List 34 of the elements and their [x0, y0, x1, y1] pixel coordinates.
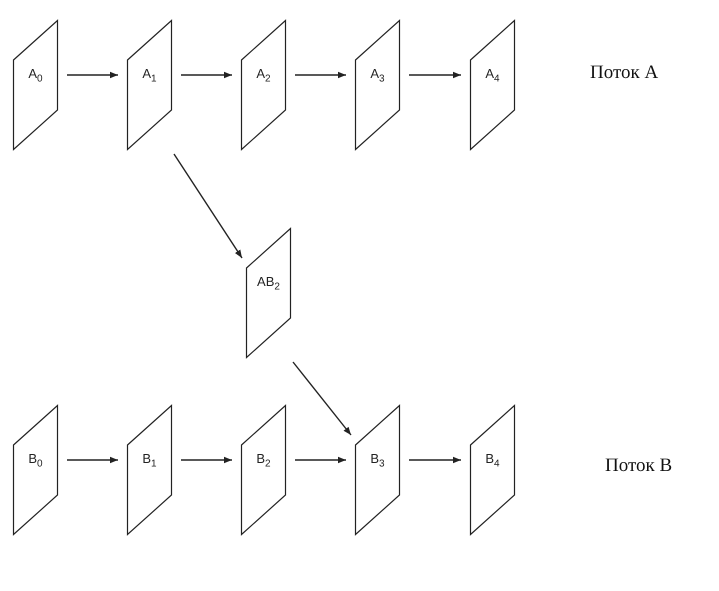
arrow: [67, 456, 118, 464]
stream-label: Поток A: [590, 62, 658, 84]
arrow: [295, 72, 346, 78]
parallelogram-frame: [127, 20, 172, 150]
parallelogram-frame: [241, 405, 286, 535]
frame-label: B$_{2}$: [255, 451, 272, 470]
stream-label: Поток B: [605, 455, 672, 477]
parallelogram-frame: [13, 405, 58, 535]
frame-label: B$_{1}$: [141, 451, 158, 470]
frame-label: A$_{1}$: [141, 66, 158, 85]
parallelogram-frame: [127, 405, 172, 535]
frame-label: B$_{0}$: [27, 451, 44, 470]
parallelogram-frame: [355, 20, 400, 150]
parallelogram-frame: [13, 20, 58, 150]
parallelogram-frame: [470, 405, 515, 535]
frame-label: A$_{3}$: [369, 66, 386, 85]
frame-label: A$_{2}$: [255, 66, 272, 85]
arrow: [67, 72, 118, 78]
arrow: [173, 154, 243, 258]
parallelogram-frame: [246, 228, 291, 358]
frame-label: B$_{4}$: [484, 451, 501, 470]
frame-label: A$_{0}$: [27, 66, 44, 85]
parallelogram-frame: [241, 20, 286, 150]
arrow: [181, 72, 232, 78]
arrow: [292, 362, 352, 436]
frame-label: A$_{4}$: [484, 66, 501, 85]
frame-label: B$_{3}$: [369, 451, 386, 470]
parallelogram-frame: [355, 405, 400, 535]
arrow: [181, 456, 232, 464]
arrow: [295, 456, 346, 464]
frame-label: AB$_{2}$: [256, 274, 281, 293]
arrow: [409, 456, 461, 464]
parallelogram-frame: [470, 20, 515, 150]
arrow: [409, 72, 461, 78]
